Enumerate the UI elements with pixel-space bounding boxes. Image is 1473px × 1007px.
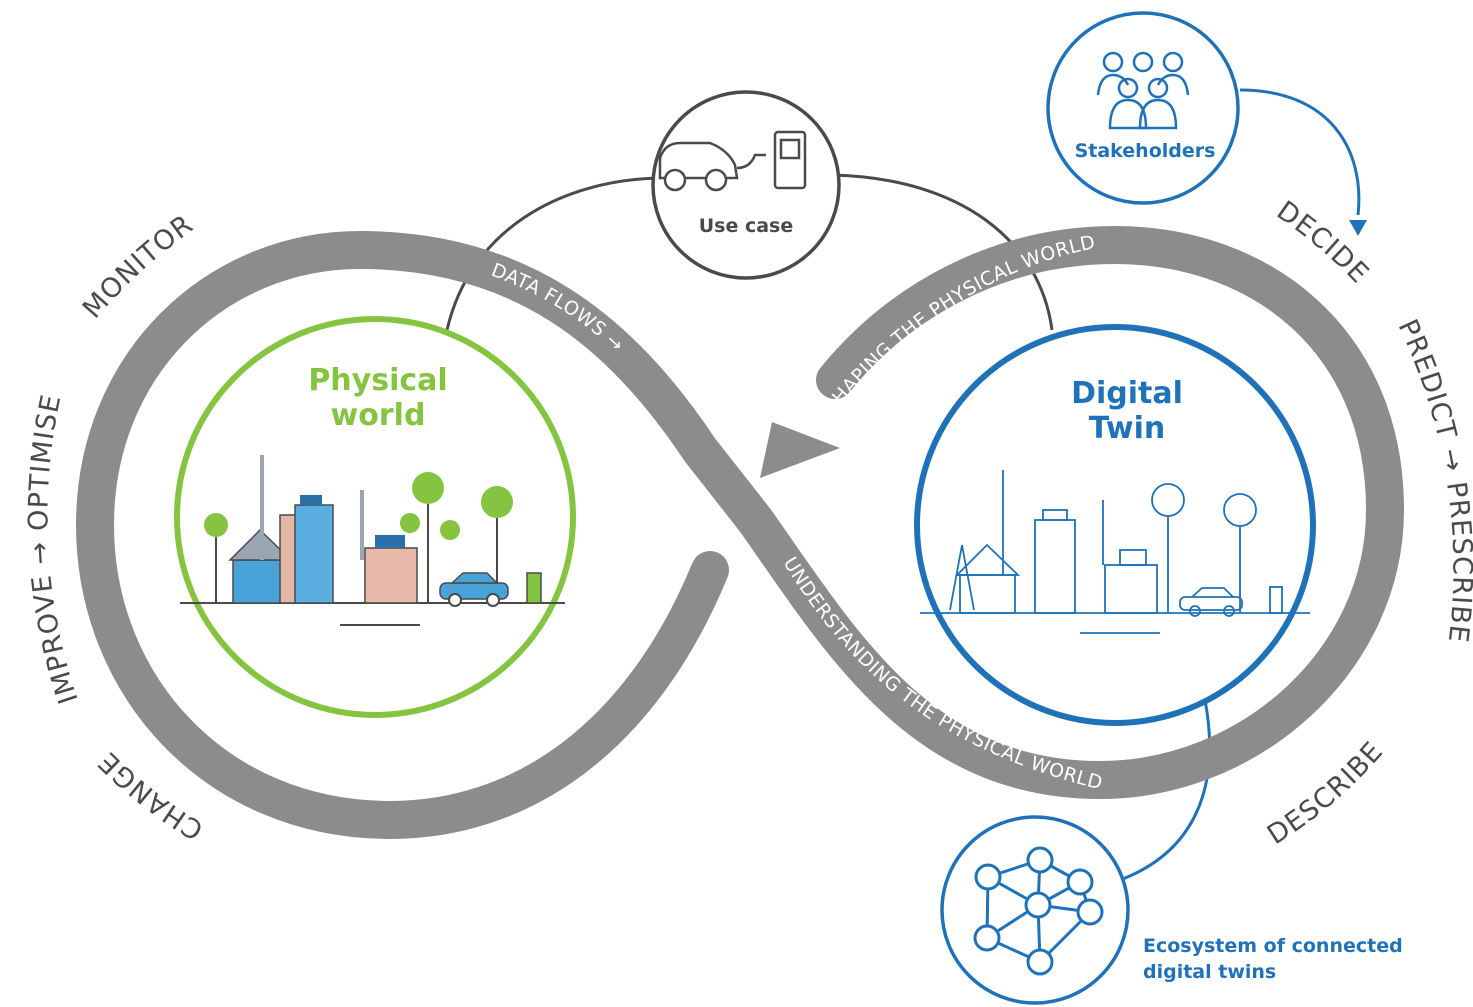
stakeholders-arrowhead [1349,220,1367,236]
network-icon [973,846,1104,976]
data-flows-label: DATA FLOWS → [488,259,628,356]
ecosystem-node [940,815,1130,1005]
digital-twin-title-line1: Digital [1071,376,1183,411]
predict-prescribe-label: PREDICT → PRESCRIBE [1392,315,1473,645]
city-illustration-outline [920,470,1310,634]
stakeholders-label: Stakeholders [1075,140,1216,162]
physical-world-title-line1: Physical [308,363,447,398]
use-case-node: Use case [651,90,841,280]
describe-label: DESCRIBE [1262,736,1390,851]
physical-world-node: Physical world [174,316,576,718]
digital-twin-node: Digital Twin [914,324,1316,726]
people-group-icon [1096,51,1190,130]
use-case-label: Use case [699,215,794,237]
ecosystem-connector-line [1119,699,1212,882]
use-case-connector-line [831,173,1054,331]
infinity-band [75,225,1405,840]
city-illustration-colored [180,455,565,626]
ecosystem-label-line2: digital twins [1143,961,1276,983]
digital-twin-title-line2: Twin [1089,411,1166,446]
stakeholders-node: Stakeholders [1046,11,1240,205]
improve-optimise-label: IMPROVE → OPTIMISE [23,391,84,707]
ecosystem-label-line1: Ecosystem of connected [1143,935,1403,957]
use-case-connector-line [445,176,661,331]
physical-world-title-line2: world [331,398,426,433]
ev-charging-icon [658,130,807,192]
stakeholders-arrow-line [1239,88,1361,216]
shaping-arrowhead [760,422,840,478]
